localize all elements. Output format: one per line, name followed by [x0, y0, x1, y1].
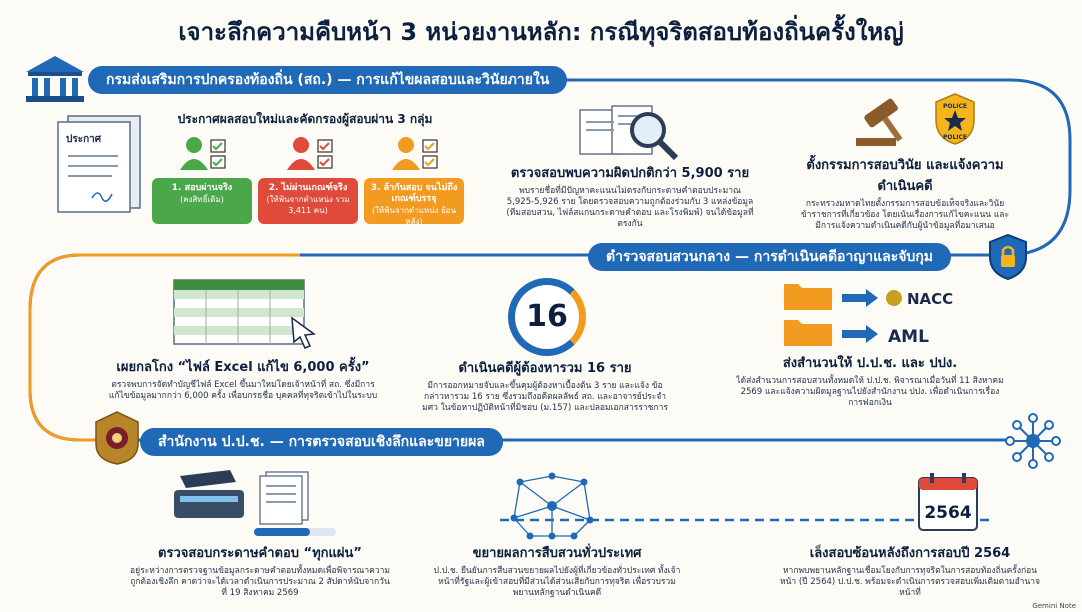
police-badge-text-top: POLICE: [943, 103, 967, 110]
excel-title: เผยกลโกง “ไฟล์ Excel แก้ไข 6,000 ครั้ง”: [116, 360, 370, 375]
count-text: มีการออกหมายจับและขึ้นคุมผู้ต้องหาเบื้อง…: [422, 381, 668, 413]
government-building-icon: [26, 56, 84, 102]
spreadsheet-icon: [173, 279, 317, 349]
discipline-block: ตั้งกรรมการสอบวินัย และแจ้งความดำเนินคดี…: [800, 154, 1010, 232]
scan-block: ตรวจสอบกระดาษคำตอบ “ทุกแผ่น” อยู่ระหว่าง…: [130, 542, 390, 599]
year-block: เล็งสอบซ้อนหลังถึงการสอบปี 2564 หากพบพยา…: [775, 542, 1045, 599]
scanner-papers-icon: [174, 470, 336, 536]
scan-text: อยู่ระหว่างการตรวจฐานข้อมูลกระดาษคำตอบทั…: [130, 566, 391, 598]
group-sub-1: (คงสิทธิ์เดิม): [180, 195, 224, 204]
network-nodes-icon: [1005, 413, 1061, 469]
count-block: ดำเนินคดีผู้ต้องหารวม 16 ราย มีการออกหมา…: [420, 357, 670, 414]
section2-banner: ตำรวจสอบสวนกลาง — การดำเนินคดีอาญาและจับ…: [588, 243, 952, 271]
nacc-emblem-icon: [95, 411, 139, 465]
expand-block: ขยายผลการสืบสวนทั่วประเทศ ป.ป.ช. ยืนยันก…: [432, 542, 682, 599]
excel-text: ตรวจพบการจัดทำบัญชีไฟล์ Excel ขึ้นมาใหม่…: [108, 380, 378, 401]
group-box-skip: 3. ล้ากันสอบ จนไม่ถึงเกณฑ์บรรจุ (ให้พ้นจ…: [364, 178, 464, 226]
scan-title: ตรวจสอบกระดาษคำตอบ “ทุกแผ่น”: [158, 546, 362, 561]
group-label-3: 3. ล้ากันสอบ จนไม่ถึงเกณฑ์บรรจุ: [370, 183, 458, 204]
page-title: เจาะลึกความคืบหน้า 3 หน่วยงานหลัก: กรณีท…: [178, 18, 904, 46]
discipline-title: ตั้งกรรมการสอบวินัย และแจ้งความดำเนินคดี: [806, 158, 1004, 194]
section1-banner: กรมส่งเสริมการปกครองท้องถิ่น (สถ.) — การ…: [88, 66, 568, 94]
excel-block: เผยกลโกง “ไฟล์ Excel แก้ไข 6,000 ครั้ง” …: [108, 356, 378, 402]
groups-title: ประกาศผลสอบใหม่และคัดกรองผู้สอบผ่าน 3 กล…: [177, 112, 433, 126]
count-title: ดำเนินคดีผู้ต้องหารวม 16 ราย: [458, 361, 632, 376]
group-box-pass: 1. สอบผ่านจริง (คงสิทธิ์เดิม): [152, 178, 252, 224]
user-check-green-icon: [180, 137, 226, 170]
group-label-2: 2. ไม่ผ่านเกณฑ์จริง: [268, 183, 348, 193]
investigation-network-icon: [510, 472, 594, 540]
audit-title: ตรวจสอบพบความผิดปกติกว่า 5,900 ราย: [510, 166, 750, 181]
suspect-count-badge: 16: [508, 278, 586, 356]
calendar-year-text: 2564: [924, 503, 971, 523]
aml-label: AML: [888, 327, 929, 347]
discipline-text: กระทรวงมหาดไทยตั้งกรรมการสอบข้อเท็จจริงแ…: [800, 199, 1010, 231]
announcement-doc-label: ประกาศ: [66, 134, 102, 145]
announcement-document-icon: [57, 115, 141, 213]
transfer-title: ส่งสำนวนให้ ป.ป.ช. และ ปปง.: [782, 356, 958, 371]
gavel-icon: [856, 98, 903, 146]
group-sub-3: (ให้พ้นจากตำแหน่ง ย้อนหลัง): [371, 206, 457, 226]
transfer-block: ส่งสำนวนให้ ป.ป.ช. และ ปปง. ได้ส่งสำนวนก…: [735, 352, 1005, 409]
group-label-1: 1. สอบผ่านจริง: [171, 183, 233, 193]
police-badge-text-bottom: POLICE: [943, 134, 967, 141]
expand-text: ป.ป.ช. ยืนยันการสืบสวนขยายผลไปยังผู้ที่เ…: [433, 566, 681, 598]
group-box-fail: 2. ไม่ผ่านเกณฑ์จริง (ให้พ้นจากตำแหน่ง รว…: [258, 178, 358, 224]
user-check-orange-icon: [392, 137, 438, 170]
year-text: หากพบพยานหลักฐานเชื่อมโยงกับการทุจริตในก…: [779, 566, 1041, 598]
nacc-label: NACC: [907, 290, 953, 308]
case-transfer-icon: NACC AML: [784, 284, 953, 347]
footer-watermark: Gemini Note: [1032, 602, 1076, 610]
audit-text: พบรายชื่อที่มีปัญหาคะแนนไม่ตรงกับกระดาษค…: [506, 186, 754, 229]
security-shield-icon: [989, 233, 1027, 281]
section3-banner: สำนักงาน ป.ป.ช. — การตรวจสอบเชิงลึกและขย…: [140, 428, 503, 456]
transfer-text: ได้ส่งสำนวนการสอบสวนทั้งหมดให้ ป.ป.ช. พิ…: [736, 376, 1004, 408]
police-badge-icon: POLICE POLICE: [935, 93, 975, 145]
magnifier-documents-icon: [579, 105, 679, 161]
audit-block: ตรวจสอบพบความผิดปกติกว่า 5,900 ราย พบราย…: [505, 162, 755, 230]
groups-block: ประกาศผลสอบใหม่และคัดกรองผู้สอบผ่าน 3 กล…: [150, 110, 460, 129]
expand-title: ขยายผลการสืบสวนทั่วประเทศ: [472, 546, 642, 561]
user-check-red-icon: [287, 137, 333, 170]
year-title: เล็งสอบซ้อนหลังถึงการสอบปี 2564: [809, 546, 1011, 561]
calendar-icon: 2564: [918, 473, 978, 531]
group-sub-2: (ให้พ้นจากตำแหน่ง รวม 3,411 คน): [266, 195, 350, 215]
